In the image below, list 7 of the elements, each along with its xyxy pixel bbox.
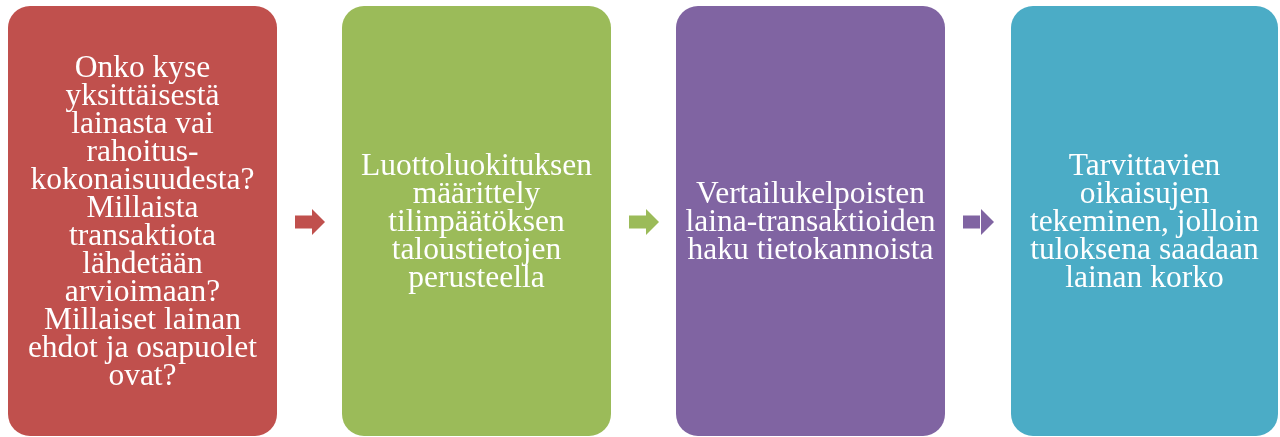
process-box (342, 6, 611, 436)
step-text: Onko kyse yksittäisestä lainasta vai rahoitus-kokonaisuudesta? Millaista transaktiota lähdetään arvioimaan? Millaiset lainan ehdot ja osapuolet ovat? (26, 53, 259, 389)
process-box (8, 6, 277, 436)
process-box (676, 6, 945, 436)
step-text: Vertailukelpoisten laina-transaktioiden haku tietokannoista (684, 179, 937, 263)
step-text: Tarvittavien oikaisujen tekeminen, jolloin tuloksena saadaan lainan korko (1028, 151, 1261, 291)
process-box (1011, 6, 1278, 436)
